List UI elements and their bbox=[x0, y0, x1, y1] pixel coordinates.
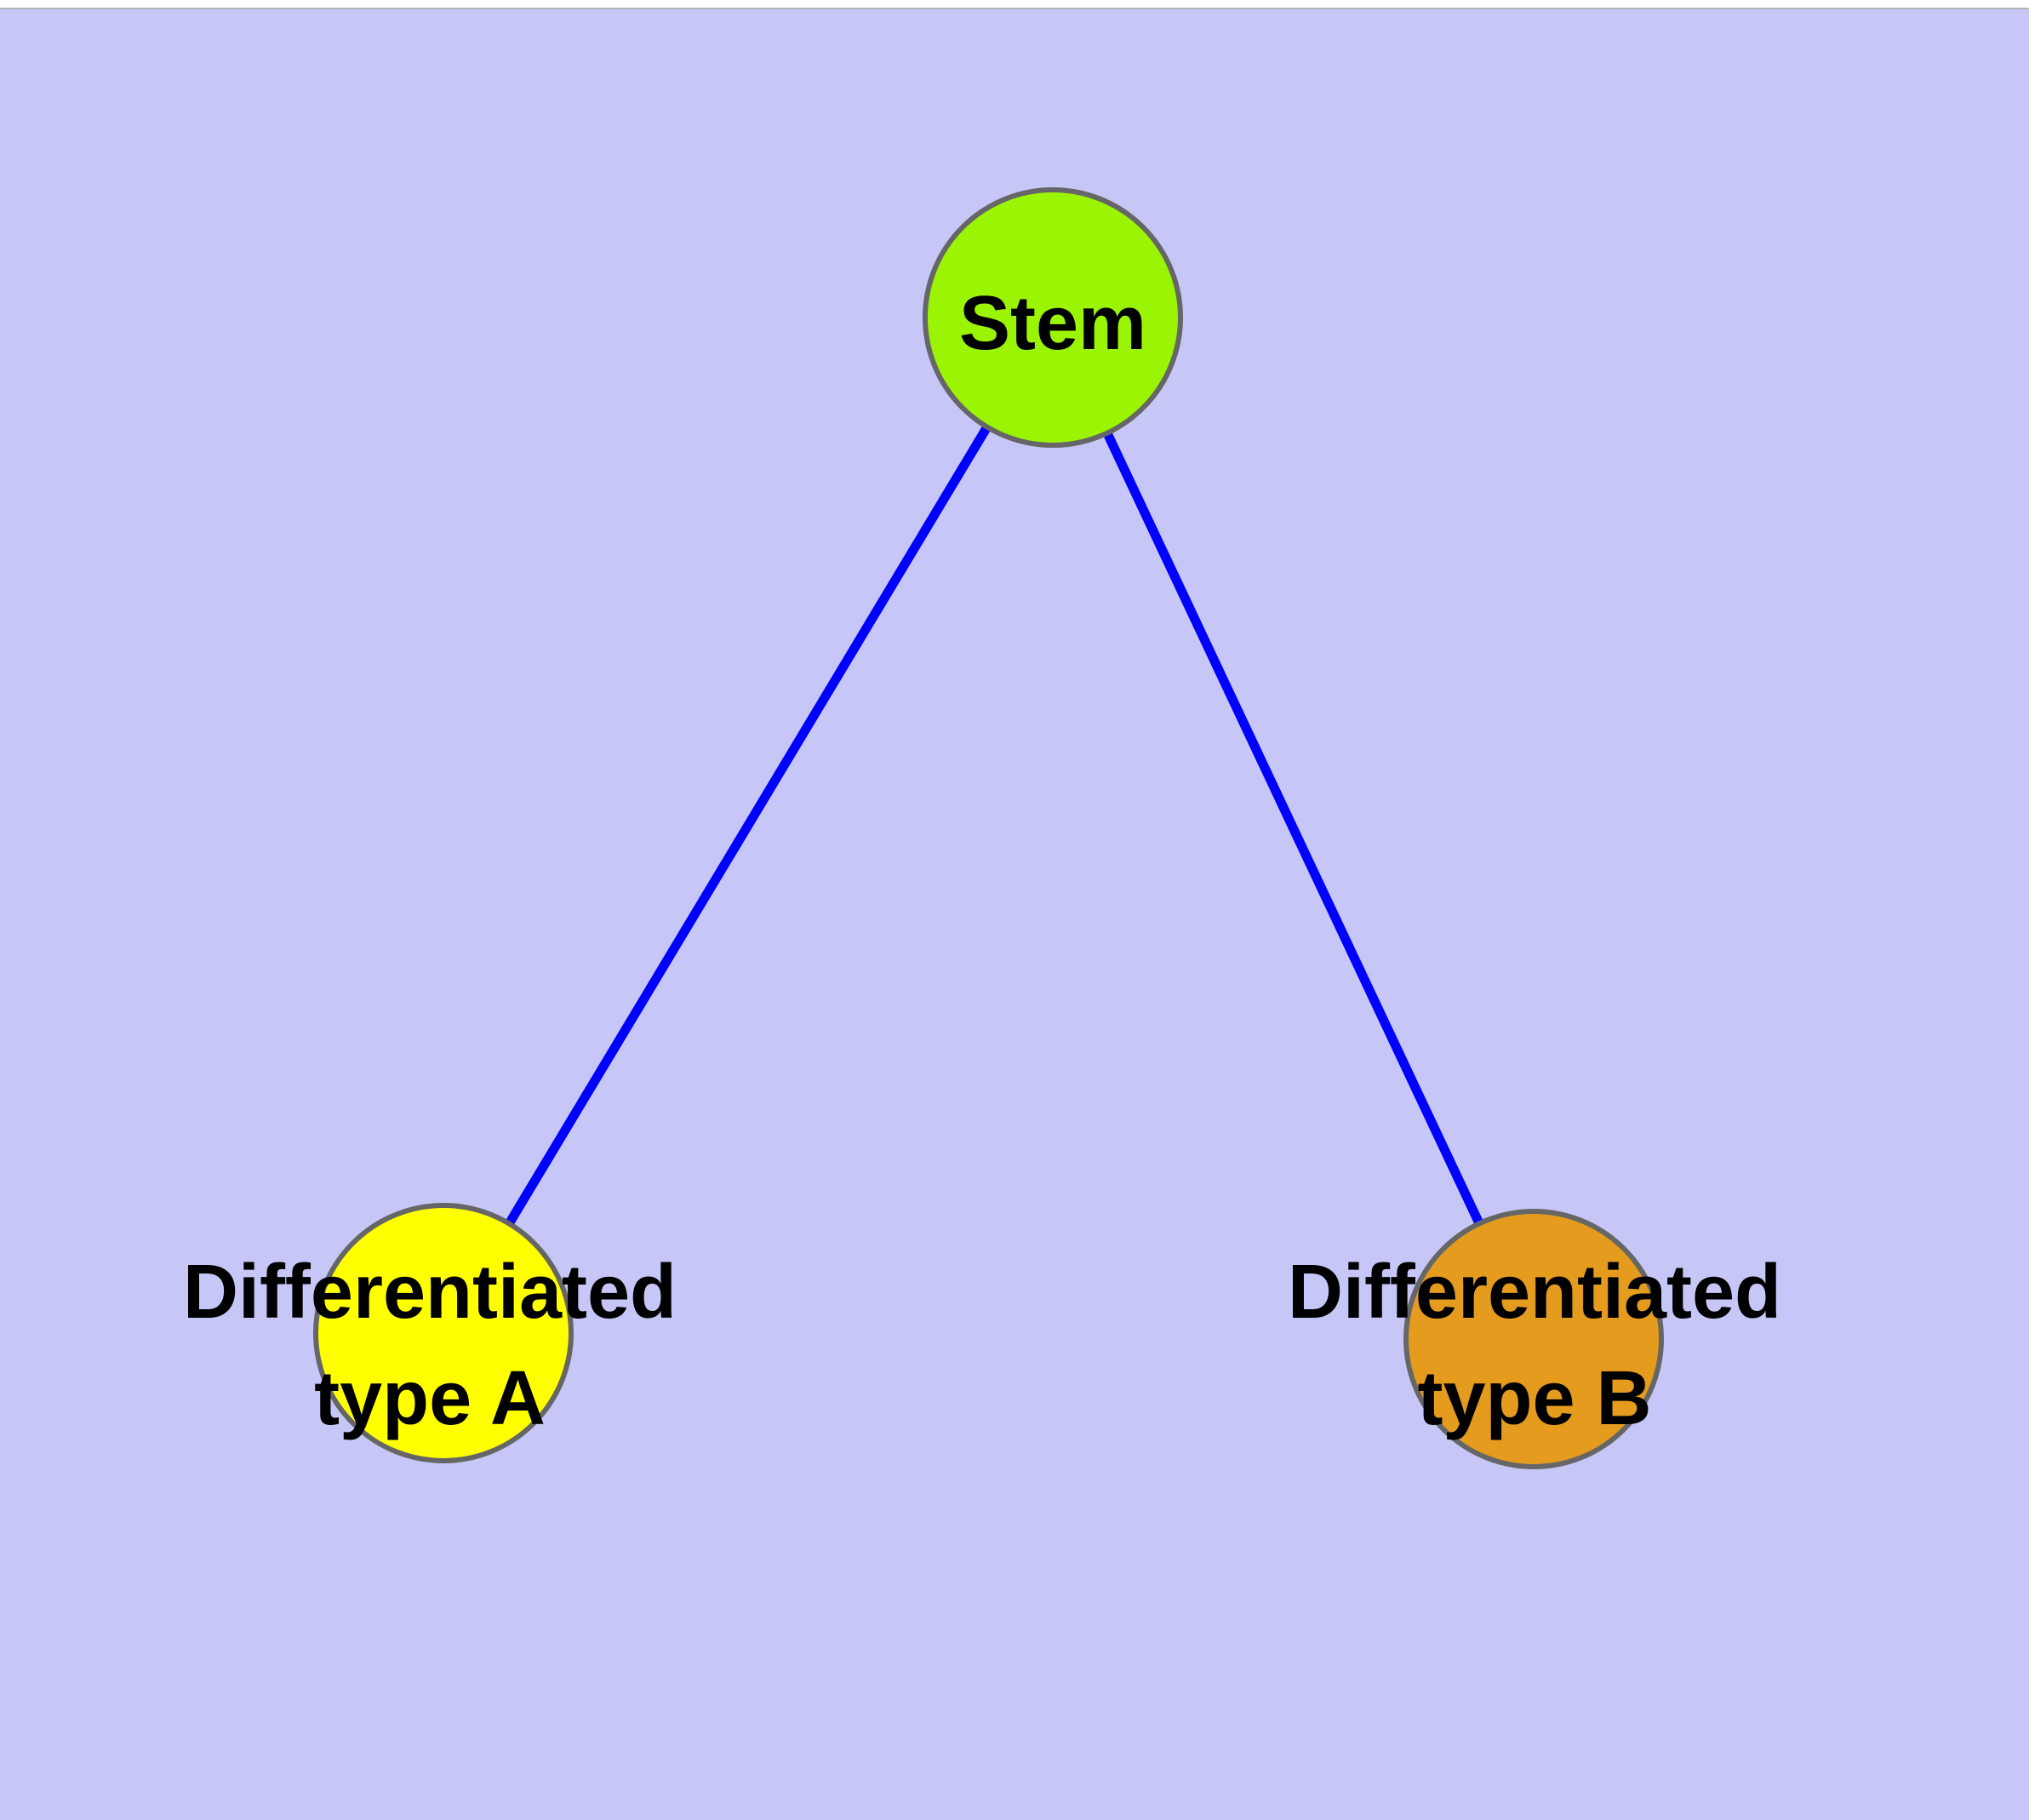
top-edge-line bbox=[0, 8, 2029, 9]
type-b-node-label-line1: Differentiated bbox=[1288, 1250, 1781, 1335]
type-a-node-circle bbox=[313, 1203, 574, 1463]
node-differentiated-type-b: Differentiated type B bbox=[1288, 1209, 1781, 1469]
top-edge-strip bbox=[0, 0, 2029, 8]
node-differentiated-type-a: Differentiated type A bbox=[183, 1203, 677, 1463]
stem-node-label: Stem bbox=[959, 281, 1146, 366]
node-stem: Stem bbox=[923, 187, 1183, 448]
stem-node-circle bbox=[923, 187, 1183, 448]
type-b-node-label-line2: type B bbox=[1417, 1356, 1651, 1441]
type-a-node-label-line2: type A bbox=[314, 1356, 546, 1441]
type-a-node-label-line1: Differentiated bbox=[183, 1250, 677, 1335]
edge-stem-to-type-a bbox=[439, 315, 1057, 1336]
edge-stem-to-type-b bbox=[1049, 315, 1538, 1342]
type-b-node-circle bbox=[1403, 1209, 1664, 1469]
